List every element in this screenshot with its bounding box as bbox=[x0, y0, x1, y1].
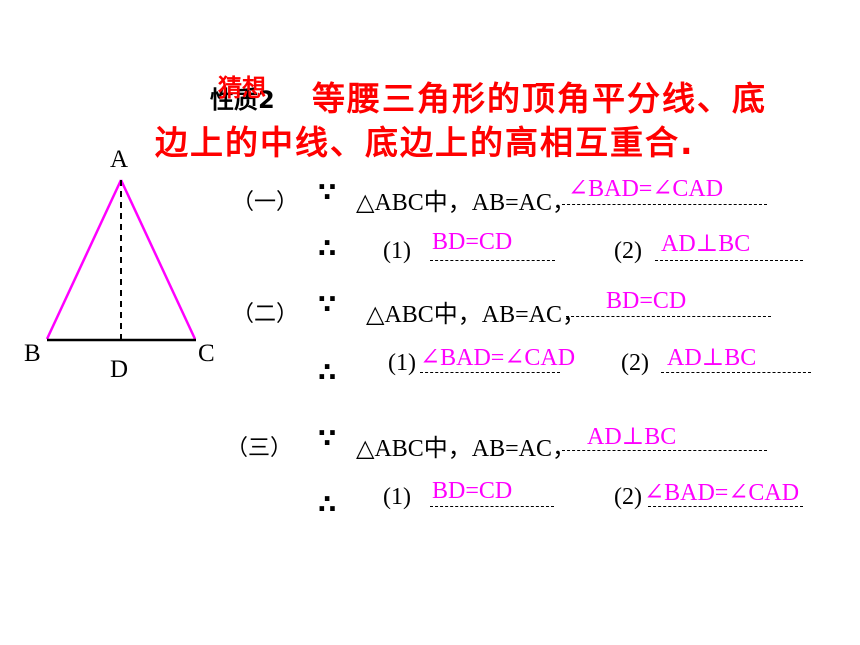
case-3-given: △ABC中，AB=AC， bbox=[356, 436, 577, 462]
because-symbol-3: ∵ bbox=[318, 424, 337, 454]
case-2-conclusion-2-answer: AD⊥BC bbox=[667, 345, 757, 371]
case-2-conclusion-1-answer: ∠BAD=∠CAD bbox=[420, 345, 576, 371]
case-3-conclusion-1-label: (1) bbox=[383, 484, 411, 510]
case-3-given-answer: AD⊥BC bbox=[587, 424, 677, 450]
case-1-given-answer: ∠BAD=∠CAD bbox=[568, 176, 724, 202]
case-1-conclusion-2-blank bbox=[655, 238, 803, 261]
case-2-given-blank bbox=[566, 294, 771, 317]
side-ac bbox=[119, 179, 197, 340]
therefore-symbol-1: ∴ bbox=[318, 234, 337, 264]
case-2-conclusion-1-blank bbox=[420, 350, 560, 373]
case-1-conclusion-2-answer: AD⊥BC bbox=[661, 231, 751, 257]
case-2-label: （二） bbox=[232, 302, 299, 327]
case-3-conclusion-1-blank bbox=[430, 484, 554, 507]
case-1-conclusion-2-label: (2) bbox=[614, 238, 642, 264]
because-symbol-1: ∵ bbox=[318, 178, 337, 208]
case-3-label: （三） bbox=[226, 436, 293, 461]
guess-label: 猜想 bbox=[218, 74, 266, 102]
case-2-given: △ABC中，AB=AC， bbox=[366, 302, 587, 328]
case-1-conclusion-1-answer: BD=CD bbox=[432, 229, 513, 255]
case-1-conclusion-1-blank bbox=[430, 238, 555, 261]
title-line-2: 边上的中线、底边上的高相互重合. bbox=[155, 123, 695, 162]
property-label: 性质2 bbox=[210, 86, 275, 114]
case-2-given-answer: BD=CD bbox=[606, 288, 687, 314]
vertex-a-label: A bbox=[110, 146, 129, 173]
case-3-conclusion-2-blank bbox=[648, 484, 803, 507]
point-d-label: D bbox=[110, 356, 129, 383]
vertex-c-label: C bbox=[198, 340, 215, 367]
therefore-symbol-2: ∴ bbox=[318, 358, 337, 388]
case-1-given-blank bbox=[562, 182, 767, 205]
case-1-label: （一） bbox=[232, 190, 299, 215]
case-1-given: △ABC中，AB=AC， bbox=[356, 190, 577, 216]
case-3-conclusion-2-answer: ∠BAD=∠CAD bbox=[644, 480, 800, 506]
case-3-conclusion-1-answer: BD=CD bbox=[432, 478, 513, 504]
because-symbol-2: ∵ bbox=[318, 290, 337, 320]
case-3-given-blank bbox=[562, 428, 767, 451]
case-3-conclusion-2-label: (2) bbox=[614, 484, 642, 510]
vertex-b-label: B bbox=[24, 340, 41, 367]
case-2-conclusion-2-label: (2) bbox=[621, 350, 649, 376]
case-2-conclusion-1-label: (1) bbox=[388, 350, 416, 376]
title-line-1: 等腰三角形的顶角平分线、底 bbox=[312, 79, 767, 118]
therefore-symbol-3: ∴ bbox=[318, 490, 337, 520]
case-2-conclusion-2-blank bbox=[661, 350, 811, 373]
case-1-conclusion-1-label: (1) bbox=[383, 238, 411, 264]
side-ab bbox=[45, 179, 123, 340]
